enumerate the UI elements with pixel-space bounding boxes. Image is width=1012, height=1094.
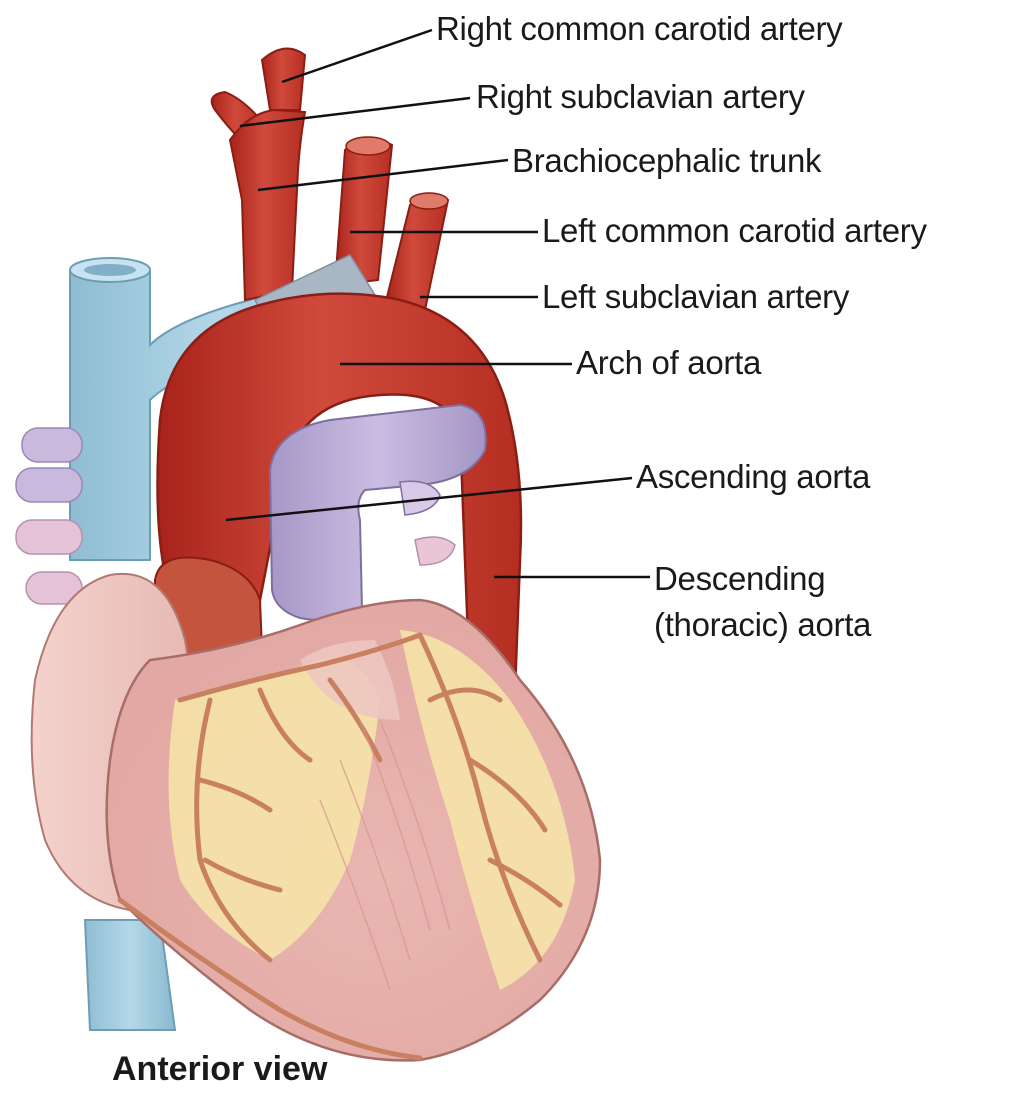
label-arch-of-aorta: Arch of aorta (576, 346, 761, 379)
label-ascending-aorta: Ascending aorta (636, 460, 870, 493)
label-brachiocephalic-trunk: Brachiocephalic trunk (512, 144, 821, 177)
label-left-subclavian-artery: Left subclavian artery (542, 280, 849, 313)
label-left-common-carotid-artery: Left common carotid artery (542, 214, 927, 247)
label-descending-aorta-line2: (thoracic) aorta (654, 608, 871, 641)
label-right-common-carotid-artery: Right common carotid artery (436, 12, 842, 45)
label-right-subclavian-artery: Right subclavian artery (476, 80, 805, 113)
label-descending-aorta-line1: Descending (654, 562, 825, 595)
caption-anterior-view: Anterior view (112, 1052, 327, 1086)
